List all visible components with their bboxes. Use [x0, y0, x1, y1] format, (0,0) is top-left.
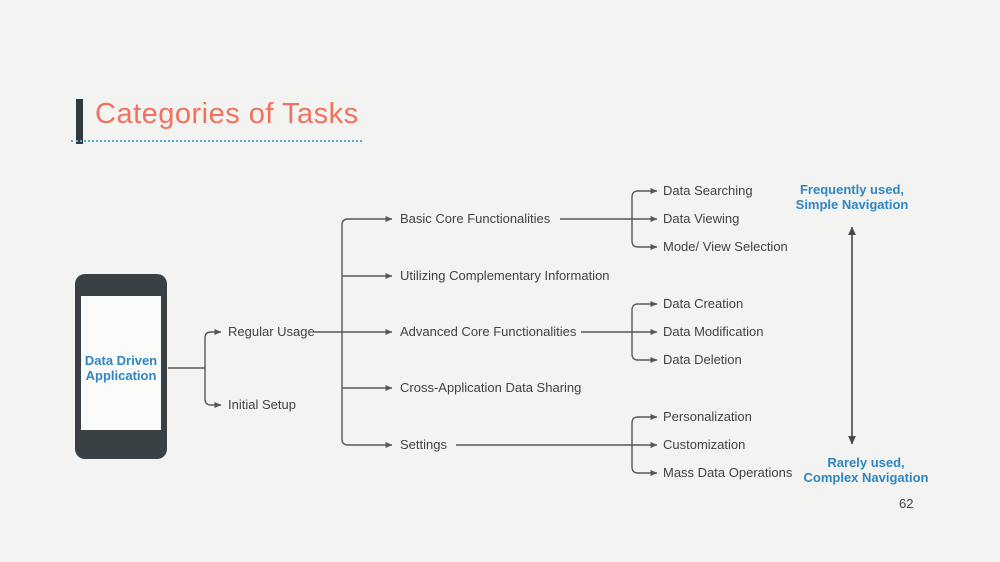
- annotation-frequently-used-line1: Frequently used,: [799, 182, 905, 197]
- phone-icon: Data Driven Application: [75, 274, 167, 459]
- node-data-viewing: Data Viewing: [663, 211, 740, 226]
- node-cross-application-data-sharing: Cross-Application Data Sharing: [400, 380, 582, 395]
- node-utilizing-complementary-information: Utilizing Complementary Information: [400, 268, 610, 283]
- annotation-rarely-used: Rarely used, Complex Navigation: [803, 455, 929, 485]
- node-mass-data-operations: Mass Data Operations: [663, 465, 793, 480]
- annotation-frequently-used-line2: Simple Navigation: [795, 196, 909, 212]
- node-settings: Settings: [400, 437, 447, 452]
- node-mode-view-selection: Mode/ View Selection: [663, 239, 788, 254]
- phone-screen: Data Driven Application: [81, 296, 161, 430]
- title-dotted-underline: [71, 126, 362, 142]
- node-initial-setup: Initial Setup: [228, 397, 296, 412]
- node-basic-core-functionalities: Basic Core Functionalities: [400, 211, 551, 226]
- root-node-label: Data Driven Application: [81, 353, 161, 383]
- node-data-deletion: Data Deletion: [663, 352, 742, 367]
- node-data-modification: Data Modification: [663, 324, 764, 339]
- connector-level1-bracket: [204, 328, 222, 409]
- annotation-frequently-used: Frequently used, Simple Navigation: [795, 182, 909, 212]
- node-customization: Customization: [663, 437, 746, 452]
- node-advanced-core-functionalities: Advanced Core Functionalities: [400, 324, 577, 339]
- node-personalization: Personalization: [663, 409, 752, 424]
- page-title: Categories of Tasks: [95, 98, 359, 130]
- annotation-rarely-used-line2: Complex Navigation: [803, 469, 929, 485]
- root-node-label-line1: Data Driven: [84, 353, 158, 368]
- title-accent-bar: [76, 99, 83, 144]
- page-number: 62: [899, 496, 914, 511]
- root-node-label-line2: Application: [85, 368, 157, 383]
- node-data-searching: Data Searching: [663, 183, 753, 198]
- annotation-rarely-used-line1: Rarely used,: [827, 455, 905, 470]
- node-regular-usage: Regular Usage: [228, 324, 315, 339]
- node-data-creation: Data Creation: [663, 296, 744, 311]
